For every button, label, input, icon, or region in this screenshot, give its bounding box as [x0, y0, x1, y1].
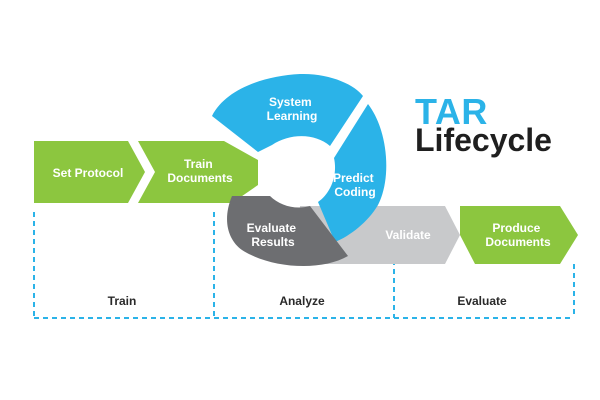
diagram-title-tar: TAR [415, 91, 488, 132]
system-learning-line2: Learning [267, 109, 318, 123]
phase-labels: Train Analyze Evaluate [108, 294, 507, 308]
evaluate-results-segment [227, 196, 348, 267]
train-documents-arrow [138, 141, 258, 203]
system-learning-line1: System [269, 95, 312, 109]
step-labels: Set Protocol Train Documents System Lear… [53, 95, 551, 249]
train-documents-line2: Documents [167, 171, 233, 185]
set-protocol-arrow [34, 141, 145, 203]
produce-documents-line2: Documents [485, 235, 551, 249]
train-documents-label: Train Documents [167, 157, 233, 185]
phase-evaluate-label: Evaluate [457, 294, 507, 308]
system-learning-segment [212, 73, 363, 152]
phase-analyze-label: Analyze [279, 294, 325, 308]
validate-label: Validate [385, 228, 431, 242]
system-learning-label: System Learning [267, 95, 318, 123]
produce-documents-line1: Produce [492, 221, 540, 235]
produce-documents-arrow [460, 206, 578, 264]
produce-documents-label: Produce Documents [485, 221, 551, 249]
evaluate-results-line1: Evaluate [247, 221, 297, 235]
phase-train-label: Train [108, 294, 137, 308]
predict-coding-label: Predict Coding [333, 171, 377, 199]
diagram-title-lifecycle: Lifecycle [415, 122, 552, 158]
phase-brackets [33, 212, 575, 319]
train-documents-line1: Train [184, 157, 213, 171]
set-protocol-label: Set Protocol [53, 166, 124, 180]
predict-coding-segment [318, 104, 387, 242]
evaluate-results-line2: Results [251, 235, 295, 249]
evaluate-results-label: Evaluate Results [247, 221, 300, 249]
predict-coding-line2: Coding [334, 185, 375, 199]
predict-coding-line1: Predict [333, 171, 374, 185]
